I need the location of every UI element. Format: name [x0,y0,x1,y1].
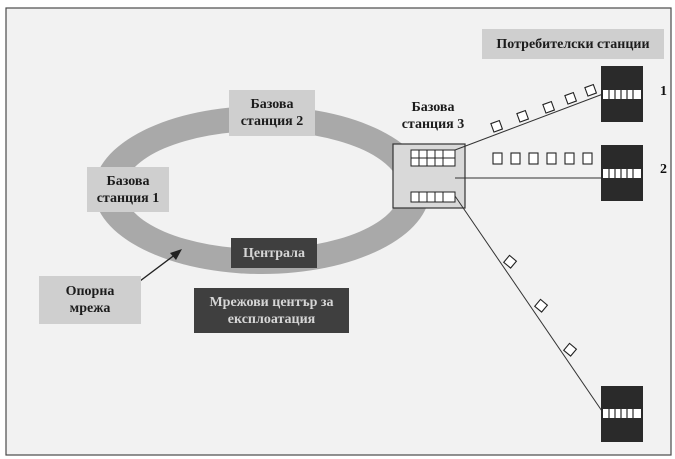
radio-unit-lower [410,191,456,203]
base-station-1-label: Базова станция 1 [87,167,169,212]
link-to-station-3 [454,195,605,415]
packets-link-3 [502,254,578,357]
user-stations-title: Потребителски станции [482,29,664,59]
user-station-1 [601,66,643,122]
base-station-1-line2: станция 1 [96,190,160,206]
link-to-station-1 [454,93,604,151]
backbone-line1: Опорна [65,284,115,299]
base-station-1-line1: Базова [106,173,150,189]
backbone-label: Опорна мрежа [39,276,141,324]
user-station-2 [601,145,643,201]
base-station-3-line2: станция 3 [401,117,465,132]
base-station-3-line1: Базова [411,100,455,115]
backbone-line2: мрежа [69,301,111,316]
base-station-2-line2: станция 2 [240,114,304,129]
base-station-3-equipment [392,143,466,209]
base-station-2-line1: Базова [250,97,294,112]
ops-center-label: Мрежови център за експлоатация [194,288,349,333]
packets-link-1 [490,83,598,133]
station-number-2: 2 [660,162,667,177]
backbone-ring [94,106,430,274]
switch-label: Централа [231,238,317,268]
packets-link-2 [492,152,593,165]
base-station-3-label: Базова станция 3 [391,96,475,136]
user-station-3 [601,386,643,442]
base-station-2-label: Базова станция 2 [229,90,315,136]
ops-center-line2: експлоатация [227,311,316,327]
ops-center-line1: Мрежови център за [209,294,334,310]
station-number-1: 1 [660,84,667,99]
